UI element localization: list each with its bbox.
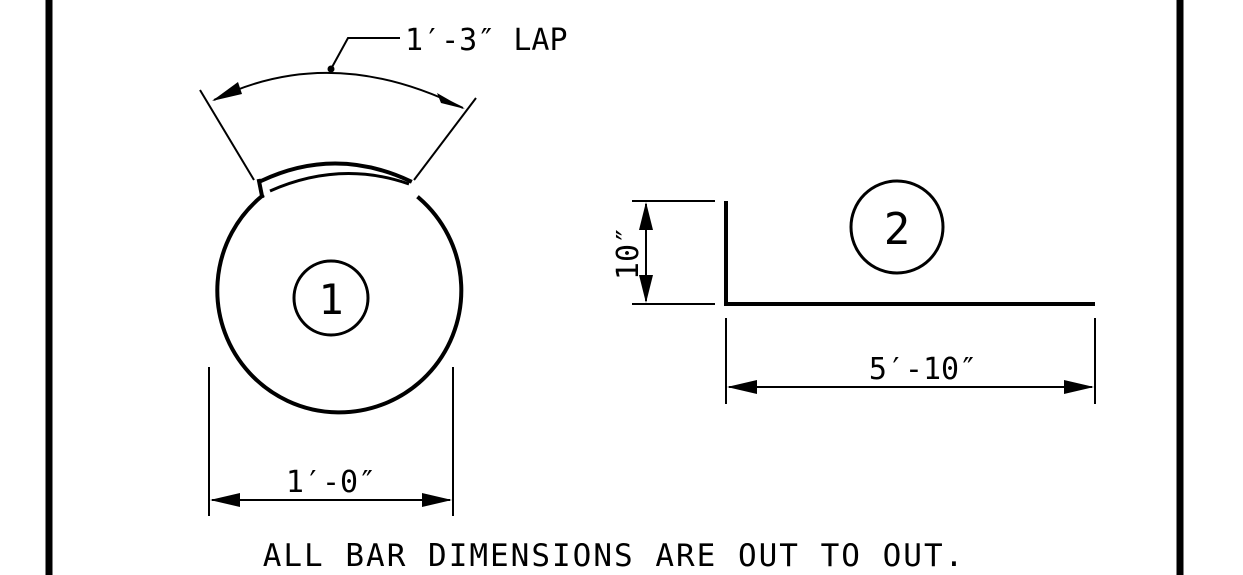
lap-dimension-arc (213, 71, 464, 109)
bar-2-length-arrow-right (1064, 380, 1094, 394)
lap-leader (330, 37, 400, 70)
bar-2-mark-text: 2 (884, 204, 911, 255)
bar-1-lap-arc (258, 161, 413, 184)
bar-1-lap-step (256, 178, 265, 199)
bar-1-dim-arrow-right (422, 493, 452, 507)
bar-1-detail: 1 1′-3″ LAP 1′-0″ (199, 23, 568, 516)
lap-arrow-right (437, 93, 465, 109)
lap-extension-left (199, 89, 255, 181)
bar-1-hoop (215, 193, 464, 415)
bar-1-dim-arrow-left (210, 493, 240, 507)
lap-label: 1′-3″ LAP (405, 23, 568, 58)
bar-1-mark-circle (292, 259, 370, 337)
bar-2-detail: 2 10″ 5′-10″ (611, 179, 1096, 404)
bar-2-length-arrow-left (727, 380, 757, 394)
bar-1-lap-arc-inner (269, 172, 410, 193)
bar-1-mark-text: 1 (318, 275, 343, 324)
bar-2-shape (724, 201, 1095, 306)
lap-extension-right (413, 97, 477, 181)
bar-2-leg-arrow-bottom (639, 275, 653, 303)
dimension-note: ALL BAR DIMENSIONS ARE OUT TO OUT. (263, 538, 966, 574)
lap-arrow-left (212, 82, 242, 101)
bar-1-diameter-label: 1′-0″ (286, 465, 376, 500)
bar-2-length-label: 5′-10″ (869, 352, 977, 387)
bar-2-leg-label: 10″ (611, 226, 646, 280)
bar-2-leg-arrow-top (639, 202, 653, 230)
bar-2-mark-circle (849, 179, 945, 275)
